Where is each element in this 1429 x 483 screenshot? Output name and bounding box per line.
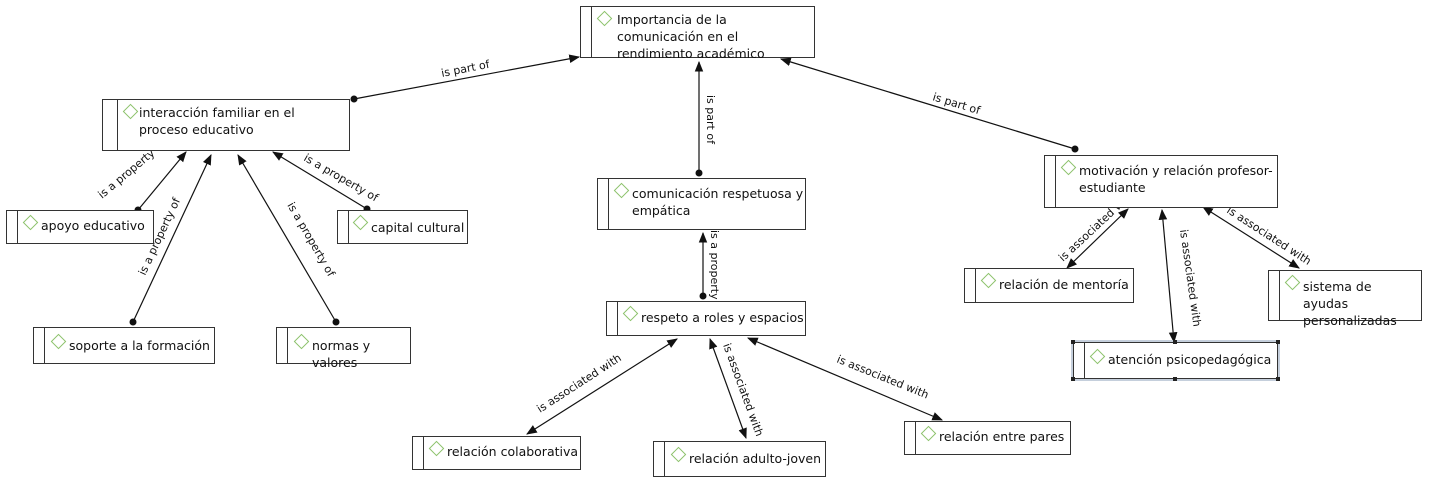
edge-motivacion-atencion[interactable]: is associated with	[1158, 208, 1204, 344]
node-bar	[287, 328, 288, 363]
edge-label: is a property of	[284, 200, 338, 280]
concept-diamond-icon	[622, 305, 639, 322]
selection-handle[interactable]	[1276, 340, 1280, 344]
concept-diamond-icon	[428, 440, 445, 457]
edge-label: is associated with	[1224, 204, 1313, 268]
node-label: relación de mentoría	[999, 277, 1129, 292]
concept-node-mentoria[interactable]: relación de mentoría	[964, 268, 1134, 303]
node-label: relación entre pares	[939, 429, 1065, 444]
node-label: soporte a la formación	[69, 338, 210, 353]
node-bar	[44, 328, 45, 363]
node-label: interacción familiar en el proceso educa…	[139, 105, 295, 137]
selection-handle[interactable]	[1276, 377, 1280, 381]
node-label: motivación y relación profesor-estudiant…	[1079, 163, 1273, 195]
node-label: apoyo educativo	[41, 218, 145, 233]
concept-diamond-icon	[980, 272, 997, 289]
concept-node-main[interactable]: Importancia de la comunicación en el ren…	[580, 6, 815, 61]
concept-diamond-icon	[22, 214, 39, 231]
concept-node-motivacion[interactable]: motivación y relación profesor-estudiant…	[1044, 155, 1278, 208]
node-label: normas y valores	[312, 338, 371, 370]
edge-familiar-main[interactable]: is part of	[350, 54, 581, 103]
node-bar	[591, 7, 592, 57]
node-bar	[617, 302, 618, 335]
edge-normas-familiar[interactable]: is a property of	[237, 154, 340, 326]
concept-node-familiar[interactable]: interacción familiar en el proceso educa…	[102, 99, 350, 151]
node-bar	[975, 269, 976, 302]
edge-label: is associated with	[835, 353, 931, 402]
edge-motivacion-ayudas[interactable]: is associated with	[1202, 204, 1314, 269]
edge-roles-respetuosa[interactable]: is a property of	[698, 230, 722, 315]
node-label: Importancia de la comunicación en el ren…	[617, 12, 765, 61]
node-label: comunicación respetuosa y empática	[632, 186, 804, 218]
edge-roles-adulto[interactable]: is associated with	[709, 337, 766, 440]
concept-node-respetuosa[interactable]: comunicación respetuosa y empática	[597, 178, 806, 230]
node-bar	[608, 179, 609, 229]
node-bar	[17, 211, 18, 243]
concept-diamond-icon	[670, 446, 687, 463]
concept-diamond-icon	[50, 333, 67, 350]
edge-motivacion-main[interactable]: is part of	[779, 57, 1079, 153]
node-label: capital cultural	[371, 220, 465, 235]
edge-label: is part of	[440, 58, 492, 80]
edge-roles-pares[interactable]: is associated with	[747, 337, 943, 421]
node-label: sistema de ayudas personalizadas	[1303, 279, 1397, 328]
concept-node-atencion[interactable]: atención psicopedagógica	[1071, 340, 1280, 381]
node-bar	[117, 100, 118, 150]
concept-node-apoyo[interactable]: apoyo educativo	[6, 210, 154, 244]
concept-diamond-icon	[352, 214, 369, 231]
edge-label: is part of	[704, 95, 717, 145]
node-label: relación colaborativa	[447, 444, 579, 459]
concept-diamond-icon	[1284, 274, 1301, 291]
selection-handle[interactable]	[1173, 340, 1177, 344]
concept-diamond-icon	[122, 103, 139, 120]
edge-label: is associated with	[720, 342, 766, 439]
node-bar	[1084, 343, 1085, 378]
concept-diamond-icon	[293, 333, 310, 350]
node-label: atención psicopedagógica	[1108, 352, 1272, 367]
node-bar	[1279, 271, 1280, 320]
selection-handle[interactable]	[1173, 377, 1177, 381]
concept-node-capital[interactable]: capital cultural	[337, 210, 468, 244]
concept-node-soporte[interactable]: soporte a la formación	[33, 327, 215, 364]
selection-handle[interactable]	[1071, 377, 1075, 381]
edge-label: is associated with	[1177, 229, 1204, 328]
concept-node-colaborativa[interactable]: relación colaborativa	[412, 436, 581, 470]
concept-diamond-icon	[1060, 159, 1077, 176]
node-bar	[915, 422, 916, 454]
concept-node-ayudas[interactable]: sistema de ayudas personalizadas	[1268, 270, 1422, 328]
node-bar	[1055, 156, 1056, 207]
node-bar	[423, 437, 424, 469]
concept-node-normas[interactable]: normas y valores	[276, 327, 411, 370]
node-label: relación adulto-joven	[689, 451, 821, 466]
concept-diamond-icon	[1089, 348, 1106, 365]
edge-label: is a property of	[708, 230, 721, 315]
edge-label: is a property of	[302, 151, 382, 205]
node-bar	[664, 442, 665, 476]
concept-diamond-icon	[920, 425, 937, 442]
concept-diamond-icon	[596, 10, 613, 27]
node-bar	[348, 211, 349, 243]
concept-node-roles[interactable]: respeto a roles y espacios	[606, 301, 806, 336]
concept-diamond-icon	[613, 182, 630, 199]
concept-node-pares[interactable]: relación entre pares	[904, 421, 1071, 455]
edge-label: is associated with	[535, 351, 624, 415]
edge-respetuosa-main[interactable]: is part of	[694, 60, 718, 177]
edge-roles-colaborativa[interactable]: is associated with	[526, 338, 678, 435]
selection-handle[interactable]	[1071, 340, 1075, 344]
concept-node-adulto[interactable]: relación adulto-joven	[653, 441, 826, 477]
node-label: respeto a roles y espacios	[641, 310, 804, 325]
